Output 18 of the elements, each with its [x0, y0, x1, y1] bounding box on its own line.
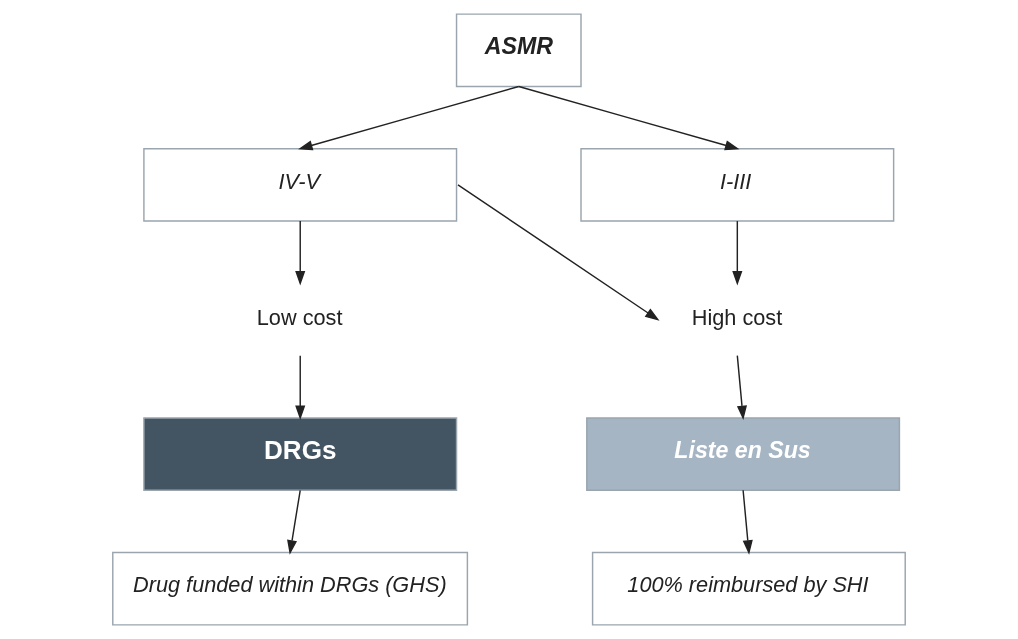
- arrow: [732, 220, 743, 286]
- arrow: [287, 489, 301, 555]
- arrow: [518, 85, 740, 151]
- arrow: [457, 184, 660, 321]
- arrow: [742, 489, 753, 555]
- node-box: IV-V: [143, 148, 458, 222]
- node-box: I-III: [580, 148, 895, 222]
- node-box: Liste en Sus: [586, 417, 901, 491]
- arrow: [295, 220, 306, 286]
- arrow: [295, 354, 306, 421]
- node-box: 100% reimbursed by SHI: [591, 551, 906, 626]
- arrow: [298, 85, 520, 151]
- node-box: DRGs: [143, 417, 458, 491]
- node-box: ASMR: [455, 13, 582, 88]
- arrow: [736, 354, 748, 421]
- node-box: Drug funded within DRGs (GHS): [112, 551, 469, 626]
- node-text: High cost: [691, 304, 783, 330]
- node-text: Low cost: [256, 304, 343, 330]
